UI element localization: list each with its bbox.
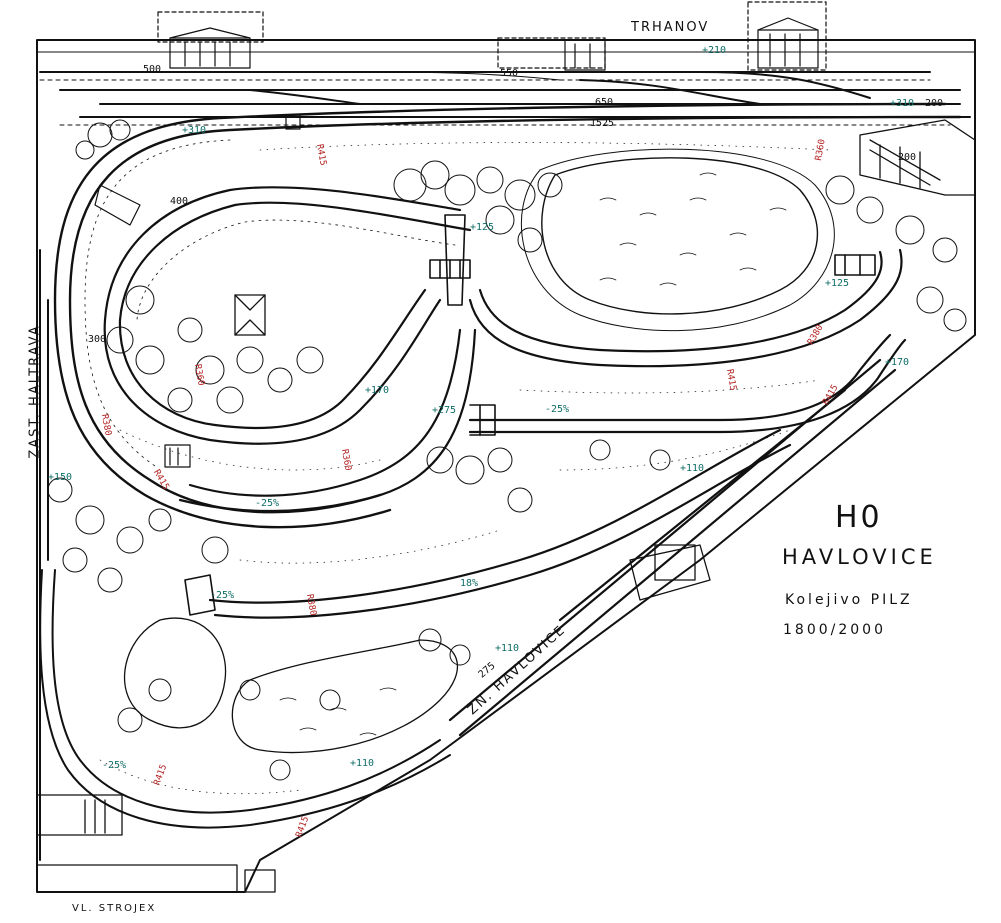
dimension-label: 400 [170, 196, 189, 207]
diagonal-tracks [208, 333, 907, 737]
elevation-label: -25% [102, 760, 127, 771]
dimension-label: 550 [500, 68, 519, 79]
elevation-label: -25% [545, 404, 570, 415]
right-station-building [859, 119, 976, 196]
outer-loop [53, 102, 962, 529]
dimension-label: 200 [925, 98, 944, 109]
lake-ripples [599, 172, 787, 286]
trees-lower-left [47, 477, 229, 733]
elevation-label: +170 [365, 385, 390, 396]
board-outline [36, 39, 976, 893]
elevation-label: +210 [702, 45, 727, 56]
trees-lower-center [239, 628, 471, 781]
embankment-hatching [99, 142, 831, 795]
havlovice-station-track [39, 569, 451, 829]
inner-loop-upper [103, 186, 472, 445]
dimension-label: 1525 [590, 118, 615, 129]
tunnel-portal-center [429, 214, 471, 306]
lower-basin [123, 617, 458, 754]
tunnel-portal-left [184, 574, 216, 616]
elevation-label: +110 [680, 463, 705, 474]
haltrava-label: ZAST. HALTRAVA [27, 324, 43, 459]
trees-center-top [393, 160, 563, 253]
outer-loop-ties [84, 139, 231, 469]
basin-ripples [279, 687, 397, 736]
dimension-label: 500 [143, 64, 162, 75]
dimension-label: 650 [595, 97, 614, 108]
tree-clusters [47, 119, 967, 781]
house-top-small [285, 114, 301, 130]
trees-left-forest [106, 285, 324, 414]
lake [520, 148, 835, 332]
elevation-label: +310 [890, 98, 915, 109]
house-lower [164, 444, 191, 468]
tunnel-portal-right [834, 254, 876, 276]
elevation-label: -25% [255, 498, 280, 509]
scale-title: H0 [835, 500, 883, 535]
inner-loop-ties [136, 219, 456, 321]
strojex-building [36, 794, 276, 893]
elevation-label: +125 [825, 278, 850, 289]
trees-mid [426, 439, 671, 513]
helix-lower [178, 328, 477, 513]
havlovice-building [629, 544, 711, 601]
board-size-label: 1800/2000 [783, 622, 886, 638]
elevation-label: +150 [48, 472, 73, 483]
elevation-label: 18% [460, 578, 479, 589]
haltrava-track [39, 249, 49, 861]
elevation-label: +125 [470, 222, 495, 233]
house-left [234, 294, 266, 336]
trees-right [825, 175, 967, 332]
track-system-label: Kolejivo PILZ [785, 592, 913, 608]
elevation-label: -25% [210, 590, 235, 601]
platform-upper-left [94, 184, 141, 226]
elevation-label: +110 [495, 643, 520, 654]
top-dashed-guides [39, 79, 951, 126]
trees-upper-left [75, 119, 131, 160]
trhanov-building [747, 1, 827, 71]
lake-track [468, 248, 903, 368]
layout-name: HAVLOVICE [782, 545, 937, 569]
dimension-label: 200 [898, 152, 917, 163]
dimension-label: 300 [88, 334, 107, 345]
elevation-label: +110 [350, 758, 375, 769]
strojex-label: VL. STROJEX [72, 903, 157, 914]
trhanov-label: TRHANOV [631, 20, 710, 35]
elevation-label: +170 [885, 357, 910, 368]
shed-top [497, 37, 606, 71]
elevation-label: +310 [182, 125, 207, 136]
station-building-top [157, 11, 264, 69]
elevation-label: +275 [432, 405, 457, 416]
